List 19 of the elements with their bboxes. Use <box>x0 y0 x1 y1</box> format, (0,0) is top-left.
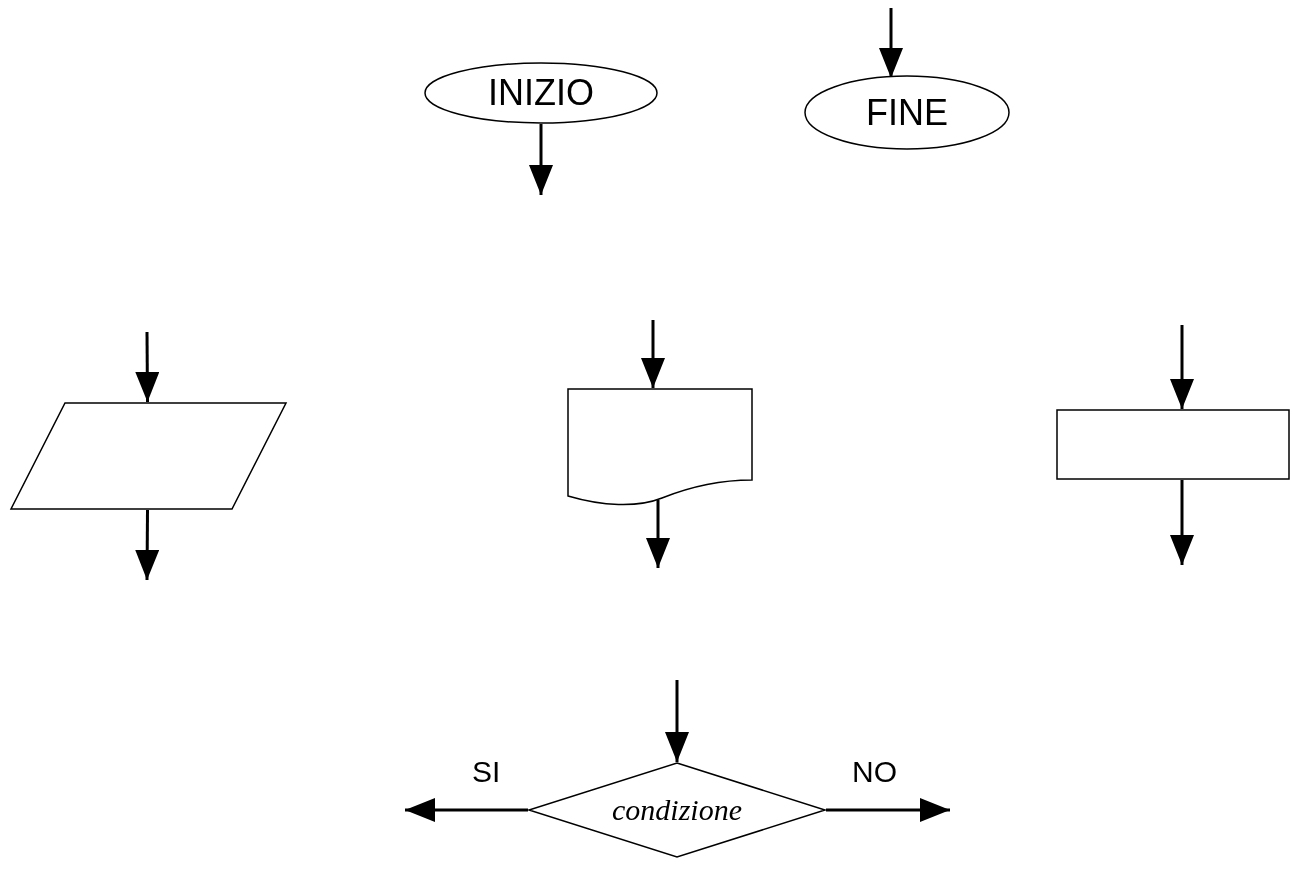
process-box <box>1056 409 1290 480</box>
terminal-oval <box>424 62 658 124</box>
decision-diamond <box>528 762 826 858</box>
arrow <box>826 798 950 822</box>
input-output-parallelogram <box>10 402 287 510</box>
arrow <box>1170 325 1194 409</box>
arrow <box>665 680 689 762</box>
node-text: condizione <box>612 793 742 827</box>
arrow <box>646 500 670 568</box>
arrow <box>1170 480 1194 565</box>
arrow <box>529 124 553 195</box>
arrow <box>135 332 160 402</box>
arrow <box>405 798 528 822</box>
arrow <box>135 510 160 580</box>
node-text: INIZIO <box>488 72 594 114</box>
node-text: FINE <box>866 91 948 134</box>
terminal-oval <box>804 75 1010 150</box>
arrow <box>641 320 665 388</box>
arrow <box>879 8 903 78</box>
